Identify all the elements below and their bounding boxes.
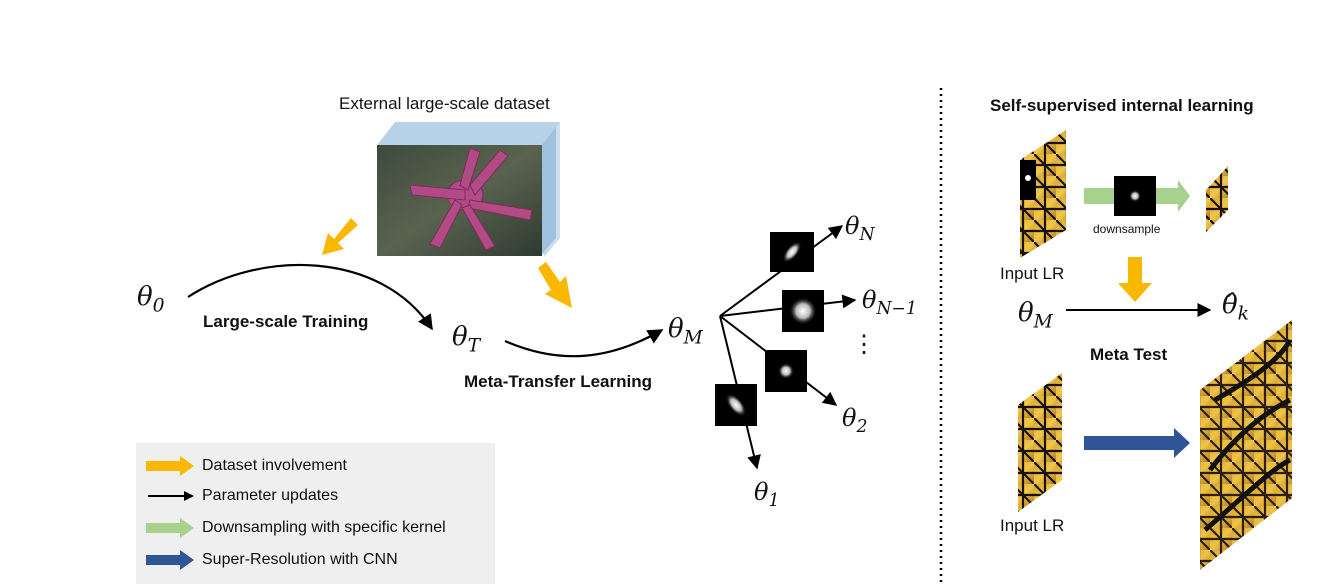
input-lr-bottom-label: Input LR <box>1000 516 1065 535</box>
ellipsis: ⋮ <box>852 330 876 358</box>
legend-item-parameter: Parameter updates <box>146 486 338 506</box>
downsample-label: downsample <box>1093 222 1161 236</box>
theta-2: θ2 <box>842 404 868 438</box>
legend: Dataset involvement Parameter updates Do… <box>136 443 495 584</box>
butterfly-image <box>1020 130 1066 258</box>
sr-arrow <box>1084 428 1190 458</box>
butterfly-lr-image <box>1018 373 1062 512</box>
curve-arrow-theta0-thetaT <box>187 263 433 331</box>
legend-item-sr: Super-Resolution with CNN <box>146 550 398 570</box>
theta-M-right: θM <box>1018 298 1053 333</box>
fat-arrow-icon <box>146 456 194 476</box>
dataset-label: External large-scale dataset <box>339 94 550 113</box>
blur-kernel-icon <box>770 232 814 272</box>
butterfly-small-image <box>1206 166 1228 232</box>
meta-test-label: Meta Test <box>1090 345 1168 364</box>
theta-0: θ0 <box>137 282 165 317</box>
fat-arrow-icon <box>146 550 194 570</box>
fat-arrow-icon <box>146 518 194 538</box>
input-lr-top-label: Input LR <box>1000 264 1065 283</box>
thin-arrow-icon <box>148 491 194 501</box>
meta-transfer-learning-label: Meta-Transfer Learning <box>464 372 652 391</box>
large-scale-training-label: Large-scale Training <box>203 312 369 331</box>
butterfly-hr-image <box>1200 320 1293 570</box>
theta-1: θ1 <box>754 478 780 512</box>
blur-kernel-icon <box>715 384 757 426</box>
theta-N-minus-1: θN−1 <box>862 286 918 320</box>
blur-kernel-icon <box>782 290 824 332</box>
blur-kernel-icon <box>1114 176 1156 216</box>
dataset-arrow-down <box>1118 257 1152 302</box>
theta-T: θT <box>452 322 481 357</box>
dataset-arrow-left <box>322 218 358 255</box>
right-panel-title: Self-supervised internal learning <box>990 96 1254 115</box>
theta-hat-k: θ̂k <box>1222 290 1249 325</box>
starfish-image <box>377 122 560 256</box>
blur-kernel-icon <box>765 350 807 392</box>
theta-M: θM <box>668 314 703 349</box>
legend-item-downsampling: Downsampling with specific kernel <box>146 518 446 538</box>
dataset-arrow-right <box>538 262 572 308</box>
theta-N: θN <box>845 212 875 246</box>
curve-arrow-thetaT-thetaM <box>504 329 664 358</box>
legend-item-dataset: Dataset involvement <box>146 456 347 476</box>
